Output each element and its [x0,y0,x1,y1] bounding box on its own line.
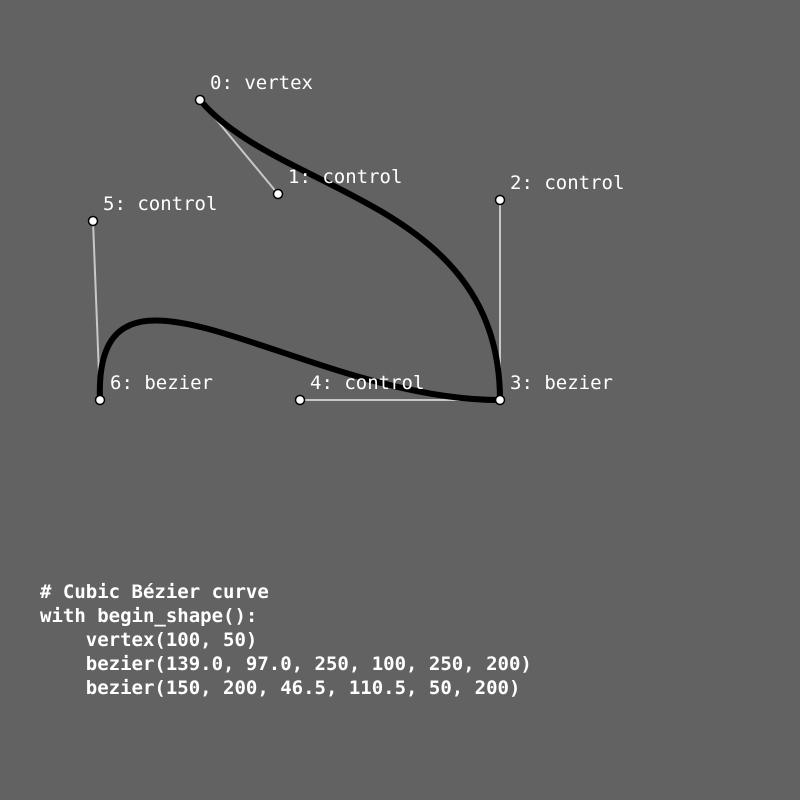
point-2-control-handle[interactable] [494,194,506,206]
point-4-label: 4: control [310,372,424,394]
bezier-curve [96,97,503,403]
code-line-vertex: vertex(100, 50) [40,629,258,651]
point-1-control-handle[interactable] [272,188,284,200]
code-listing: # Cubic Bézier curve with begin_shape():… [40,580,532,700]
point-1-label: 1: control [288,166,402,188]
code-line-comment: # Cubic Bézier curve [40,581,269,603]
point-0-label: 0: vertex [210,72,313,94]
point-6-bezier-handle[interactable] [94,394,106,406]
point-0-vertex-handle[interactable] [194,94,206,106]
point-3-label: 3: bezier [510,372,613,394]
code-line-bezier-1: bezier(139.0, 97.0, 250, 100, 250, 200) [40,653,532,675]
point-3-bezier-handle[interactable] [494,394,506,406]
code-line-bezier-2: bezier(150, 200, 46.5, 110.5, 50, 200) [40,677,521,699]
point-2-label: 2: control [510,172,624,194]
point-6-label: 6: bezier [110,372,213,394]
curve-points [87,94,506,406]
point-4-control-handle[interactable] [294,394,306,406]
point-5-label: 5: control [103,193,217,215]
point-5-control-handle[interactable] [87,215,99,227]
code-line-begin-shape: with begin_shape(): [40,605,258,627]
point-labels: 0: vertex 1: control 2: control 3: bezier 4:… [103,72,624,394]
